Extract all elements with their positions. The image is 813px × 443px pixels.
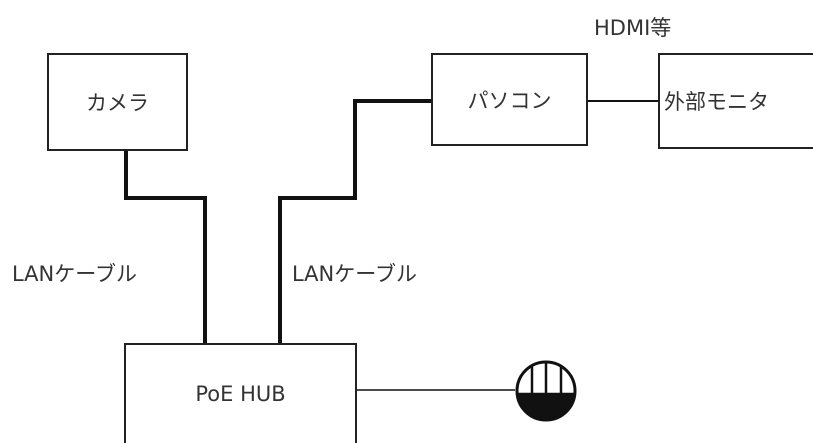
poe-hub-label: PoE HUB: [195, 382, 286, 406]
pc-node: パソコン: [431, 53, 588, 146]
camera-label: カメラ: [86, 91, 149, 115]
monitor-label: 外部モニタ: [664, 90, 769, 114]
wall-lan-outlet-icon: [515, 360, 577, 422]
monitor-node: 外部モニタ: [658, 53, 813, 149]
lan-cable-label-right: LANケーブル: [292, 262, 417, 286]
camera-node: カメラ: [47, 53, 188, 151]
lan-cable-hub-pc: [278, 99, 431, 343]
pc-label: パソコン: [467, 88, 552, 113]
lan-cable-label-left: LANケーブル: [12, 262, 137, 286]
lan-cable-camera-hub: [124, 151, 207, 343]
hdmi-label: HDMI等: [594, 16, 672, 40]
poe-hub-node: PoE HUB: [124, 343, 357, 443]
